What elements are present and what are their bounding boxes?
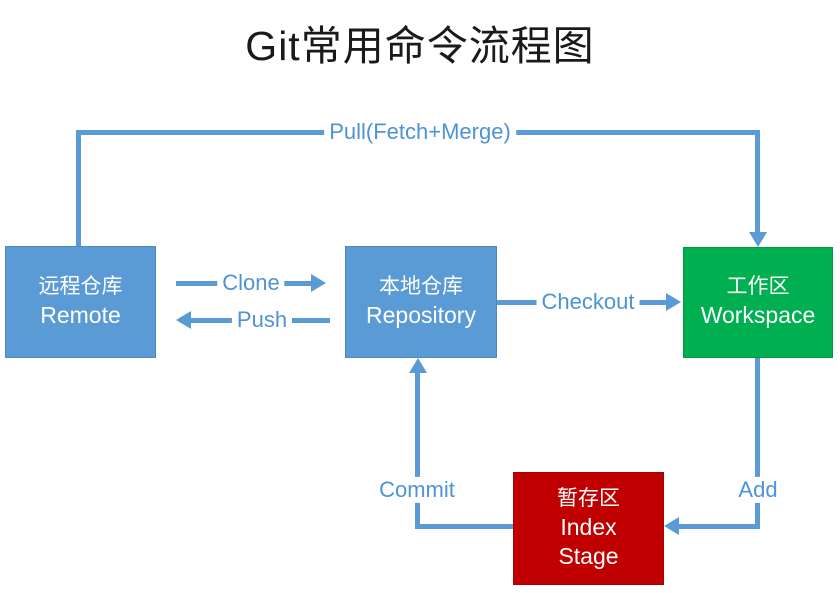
commit-label: Commit (374, 476, 460, 504)
node-workspace-label-zh: 工作区 (726, 275, 790, 299)
node-repository-label-en: Repository (366, 301, 476, 328)
checkout-label: Checkout (536, 288, 640, 316)
node-remote-repo: 远程仓库 Remote (5, 246, 156, 358)
node-remote-label-zh: 远程仓库 (38, 274, 123, 298)
add-arrowhead-icon (664, 517, 679, 535)
pull-arrowhead-icon (749, 232, 767, 247)
node-index-label-en2: Stage (558, 542, 619, 569)
commit-arrowhead-icon (409, 358, 427, 373)
pull-label: Pull(Fetch+Merge) (324, 118, 516, 146)
node-workspace: 工作区 Workspace (683, 247, 833, 358)
node-index-stage: 暂存区 Index Stage (513, 472, 664, 585)
node-repository-label-zh: 本地仓库 (379, 274, 463, 298)
node-remote-label-en: Remote (40, 301, 121, 328)
clone-arrowhead-icon (311, 274, 326, 292)
node-local-repo: 本地仓库 Repository (345, 246, 497, 358)
push-label: Push (231, 306, 293, 334)
pull-connector-segment (76, 130, 81, 246)
add-label: Add (733, 476, 783, 504)
push-arrowhead-icon (176, 311, 191, 329)
node-index-label-zh: 暂存区 (557, 486, 620, 510)
clone-label: Clone (217, 269, 285, 297)
pull-connector-segment (755, 130, 760, 232)
checkout-arrowhead-icon (666, 293, 681, 311)
commit-connector-segment (417, 524, 513, 529)
diagram-title: Git常用命令流程图 (245, 23, 595, 69)
add-connector-segment (679, 524, 758, 529)
commit-connector-segment (415, 373, 420, 529)
node-index-label-en: Index (560, 513, 617, 540)
node-workspace-label-en: Workspace (700, 302, 816, 329)
add-connector-segment (755, 358, 760, 529)
